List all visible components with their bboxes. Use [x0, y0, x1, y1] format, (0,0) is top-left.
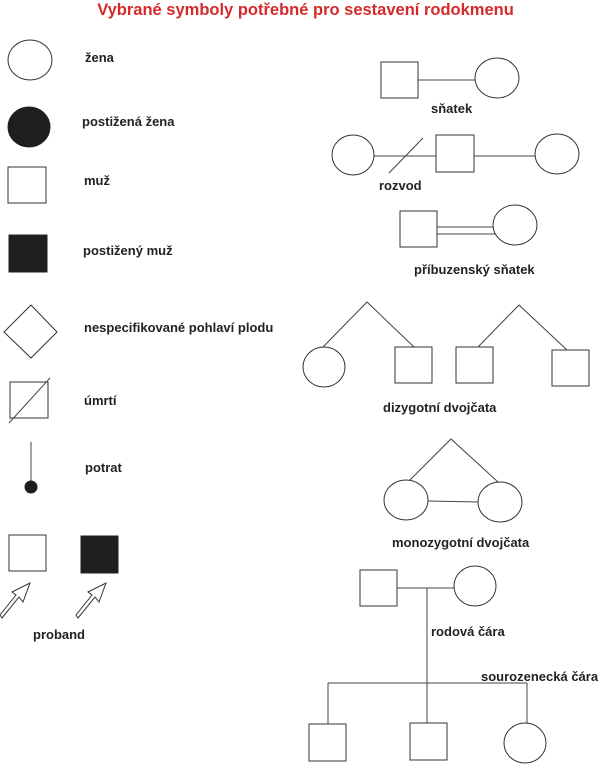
male-symbol	[7, 166, 47, 204]
consanguineous-female	[492, 204, 538, 246]
label-consanguineous: příbuzenský sňatek	[414, 262, 535, 277]
deceased-slash-line	[8, 377, 51, 424]
child-female	[503, 722, 547, 764]
marriage-female	[474, 57, 520, 99]
label-affected-male: postižený muž	[83, 243, 173, 258]
parent-male	[359, 569, 398, 607]
dizygotic-twin-female	[302, 346, 346, 388]
label-proband: proband	[33, 627, 85, 642]
label-female: žena	[85, 50, 114, 65]
label-marriage: sňatek	[431, 101, 473, 116]
monozygotic-twins-line	[408, 438, 499, 483]
monozygotic-twin-2	[477, 481, 523, 523]
label-dizygotic: dizygotní dvojčata	[383, 400, 497, 415]
proband-affected-male-symbol	[80, 535, 119, 574]
label-deceased: úmrtí	[84, 393, 117, 408]
miscarriage-dot	[24, 480, 38, 494]
dizygotic-twins-line-2	[475, 304, 568, 351]
child-male-1	[308, 723, 347, 762]
consanguineous-male	[399, 210, 438, 248]
label-affected-female: postižená žena	[82, 114, 175, 129]
dizygotic-twin-male-3	[551, 349, 590, 387]
proband-arrow-icon	[0, 581, 31, 619]
divorce-female-right	[534, 133, 580, 175]
label-divorce: rozvod	[379, 178, 422, 193]
label-line-of-descent: rodová čára	[431, 624, 505, 639]
affected-female-symbol	[7, 106, 51, 148]
label-miscarriage: potrat	[85, 460, 122, 475]
label-monozygotic: monozygotní dvojčata	[392, 535, 530, 550]
divorce-female-left	[331, 134, 375, 176]
proband-arrow-icon	[75, 581, 107, 619]
monozygotic-bar	[427, 500, 480, 503]
page-title: Vybrané symboly potřebné pro sestavení r…	[97, 1, 514, 19]
parent-female	[453, 565, 497, 607]
unknown-sex-diamond-symbol	[3, 304, 58, 359]
child-male-2	[409, 722, 448, 761]
dizygotic-twin-male-2	[455, 346, 494, 384]
female-symbol	[7, 39, 53, 81]
label-unknown-sex: nespecifikované pohlaví plodu	[84, 320, 274, 335]
marriage-male	[380, 61, 419, 99]
affected-male-symbol	[8, 234, 48, 273]
divorce-slash	[388, 137, 424, 174]
dizygotic-twin-male-1	[394, 346, 433, 384]
monozygotic-twin-1	[383, 479, 429, 521]
proband-male-symbol	[8, 534, 47, 572]
divorce-male	[435, 134, 475, 173]
label-sibship-line: sourozenecká čára	[481, 669, 599, 684]
label-male: muž	[84, 173, 110, 188]
deceased-male-symbol	[9, 381, 49, 419]
dizygotic-twins-line-1	[322, 301, 415, 348]
